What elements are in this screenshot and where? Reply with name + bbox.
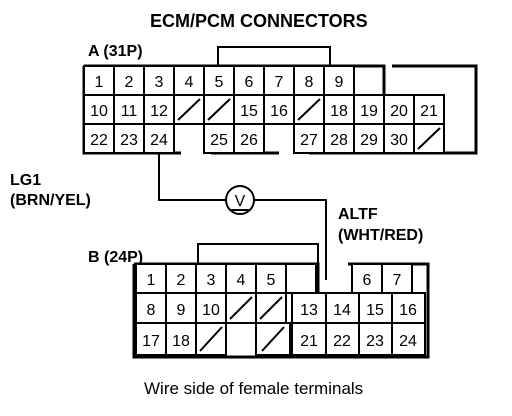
diagram-title: ECM/PCM CONNECTORS: [150, 11, 368, 31]
pin-b23: [358, 322, 393, 356]
pin-a19-label: 19: [360, 103, 378, 120]
pin-a12-label: 12: [150, 103, 168, 120]
pin-a7: [263, 65, 295, 96]
pin-a19: [353, 94, 385, 125]
pin-a13-unused-mark: [177, 98, 201, 121]
pin-a6-label: 6: [245, 74, 254, 91]
pin-a28: [323, 123, 355, 154]
pin-b22: [325, 322, 360, 356]
pin-a26-label: 26: [240, 132, 258, 149]
pin-b19-unused-mark: [199, 326, 223, 352]
connector-b-label: B (24P): [88, 249, 143, 266]
pin-b10-label: 10: [202, 302, 220, 319]
pin-b7: [381, 263, 413, 294]
pin-a27: [293, 123, 325, 154]
pin-a14-unused-mark: [207, 98, 231, 121]
pin-b8-label: 8: [147, 302, 156, 319]
pin-b17-label: 17: [142, 333, 160, 350]
pin-a4-label: 4: [185, 74, 194, 91]
pin-a28-label: 28: [330, 132, 348, 149]
pin-b12-unused-mark: [259, 296, 283, 320]
pin-a20-label: 20: [390, 103, 408, 120]
pin-b21: [291, 322, 327, 356]
connector-a-pins: 1 2 3 4 5 6 7 8 9 10 11 12 15 16 18: [83, 65, 445, 154]
pin-a15-label: 15: [240, 103, 258, 120]
pin-b7-label: 7: [393, 272, 402, 289]
pin-b11-unused-mark: [229, 296, 253, 320]
pin-a25-label: 25: [210, 132, 228, 149]
pin-a7-label: 7: [275, 74, 284, 91]
altf-wire-name: ALTF: [338, 206, 378, 223]
pin-a5-label: 5: [215, 74, 224, 91]
pin-a15: [233, 94, 265, 125]
pin-a16-label: 16: [270, 103, 288, 120]
pin-a22-label: 22: [90, 132, 108, 149]
pin-b13-label: 13: [300, 302, 318, 319]
connector-a-label: A (31P): [88, 43, 143, 60]
connector-b-lock-tab: [197, 243, 319, 264]
pin-a11-label: 11: [121, 103, 138, 120]
pin-b18-label: 18: [172, 333, 190, 350]
pin-b2-label: 2: [177, 272, 186, 289]
diagram-caption: Wire side of female terminals: [144, 379, 363, 398]
pin-a11: [113, 94, 145, 125]
pin-a1-label: 1: [95, 74, 104, 91]
pin-b24: [391, 322, 426, 356]
pin-b20-unused-mark: [261, 326, 285, 352]
pin-a24-label: 24: [150, 132, 168, 149]
pin-a17-unused-mark: [297, 98, 321, 121]
pin-b14-label: 14: [333, 302, 351, 319]
pin-b5: [255, 263, 287, 294]
pin-a2-label: 2: [125, 74, 134, 91]
pin-a23: [113, 123, 145, 154]
pin-a23-label: 23: [120, 132, 138, 149]
voltmeter-label: V: [235, 193, 246, 210]
lg1-wire-color: (BRN/YEL): [10, 192, 91, 209]
pin-a8-label: 8: [305, 74, 314, 91]
pin-a30-label: 30: [390, 132, 408, 149]
pin-b23-label: 23: [366, 333, 384, 350]
lg1-probe-wire: [158, 153, 226, 201]
pin-b6-label: 6: [363, 272, 372, 289]
pin-a10-label: 10: [90, 103, 108, 120]
pin-b10: [195, 292, 227, 324]
pin-b21-label: 21: [300, 333, 318, 350]
pin-a18-label: 18: [330, 103, 348, 120]
pin-a21-label: 21: [420, 103, 438, 120]
pin-a29-label: 29: [360, 132, 378, 149]
pin-b3-label: 3: [207, 272, 216, 289]
pin-b22-label: 22: [333, 333, 351, 350]
pin-b16-label: 16: [399, 302, 417, 319]
voltmeter-symbol: V: [225, 185, 255, 215]
pin-a9-label: 9: [335, 74, 344, 91]
pin-a9: [323, 65, 355, 96]
pin-b24-label: 24: [399, 333, 417, 350]
connector-a-lock-tab: [217, 46, 331, 66]
pin-a3-label: 3: [155, 74, 164, 91]
pin-b4-label: 4: [237, 272, 246, 289]
lg1-wire-name: LG1: [10, 172, 41, 189]
connector-b-pins: 1 2 3 4 5 6 7 8 9 10 13 14 15 16 17: [135, 263, 426, 356]
pin-b-blank: [285, 263, 317, 294]
pin-b15-label: 15: [366, 302, 384, 319]
pin-b9-label: 9: [177, 302, 186, 319]
pin-a31-unused-mark: [417, 127, 441, 150]
pin-b1-label: 1: [147, 272, 156, 289]
altf-probe-wire: [254, 199, 327, 280]
pin-b5-label: 5: [267, 272, 276, 289]
pin-a26: [233, 123, 265, 154]
pin-a27-label: 27: [300, 132, 318, 149]
altf-wire-color: (WHT/RED): [338, 227, 423, 244]
pin-a6: [233, 65, 265, 96]
